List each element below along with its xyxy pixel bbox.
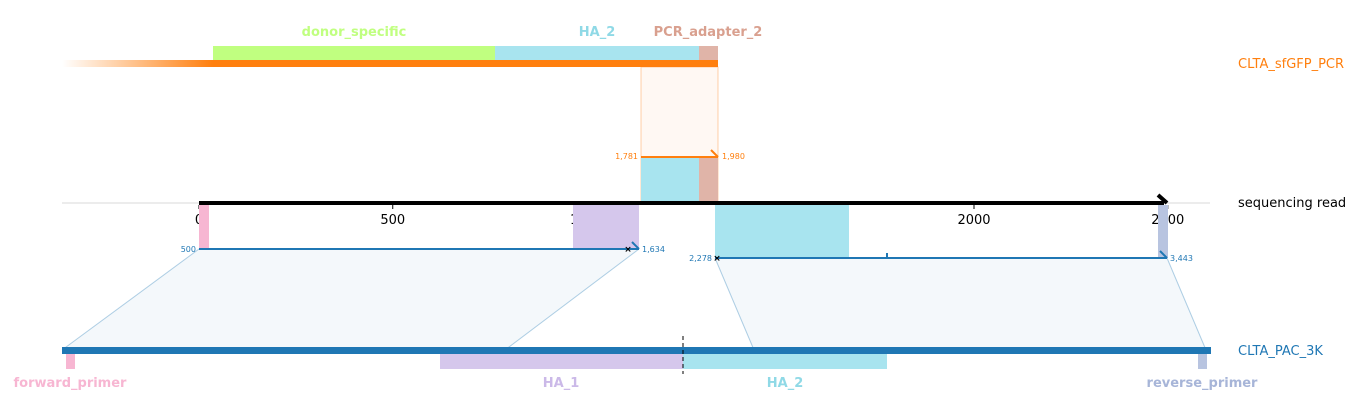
seq-feature-ha2 — [715, 205, 849, 258]
top-feature-pcr-adapter-2 — [699, 46, 718, 62]
bottom-read-name: CLTA_PAC_3K — [1238, 344, 1323, 359]
bottom-alignment-2-edge-right — [1166, 257, 1207, 351]
bottom-alignment-1-edge-right — [504, 248, 640, 351]
bottom-alignment-1-start-label: 500 — [181, 245, 196, 254]
bottom-alignment-1-shade — [62, 249, 639, 350]
top-read-fade — [62, 60, 213, 67]
bottom-feature-label-forward-primer: forward_primer — [14, 376, 128, 391]
top-read-track: donor_specific HA_2 PCR_adapter_2 CLTA_s… — [62, 25, 1344, 72]
top-alignment-start-label: 1,781 — [615, 152, 638, 161]
axis-ticks: 05001000150020002500 — [195, 205, 1184, 228]
bottom-alignment-2-end-label: 3,443 — [1170, 254, 1193, 263]
seq-feature-ha1 — [573, 205, 639, 249]
bottom-feature-label-ha1: HA_1 — [543, 376, 580, 391]
bottom-feature-label-reverse-primer: reverse_primer — [1147, 376, 1259, 391]
bottom-alignments: × 500 1,634 × 2,278 3,443 — [61, 205, 1207, 351]
top-read-name: CLTA_sfGFP_PCR — [1238, 57, 1344, 72]
top-feature-label-donor-specific: donor_specific — [302, 25, 407, 40]
bottom-alignment-2-mismatch: × — [713, 254, 721, 264]
bottom-alignment-2-shade — [715, 258, 1206, 350]
top-feature-donor-specific — [213, 46, 495, 62]
bottom-feature-ha2 — [683, 352, 887, 369]
sequencing-read-name: sequencing read — [1238, 196, 1346, 211]
bottom-read-bar — [62, 347, 1211, 354]
axis-tick-label: 500 — [380, 213, 405, 228]
bottom-alignment-1-mismatch: × — [624, 245, 632, 255]
bottom-feature-reverse-primer — [1198, 352, 1207, 369]
top-feature-ha2 — [495, 46, 699, 62]
bottom-feature-ha1 — [440, 352, 683, 369]
seq-feature-forward-primer — [199, 205, 209, 249]
top-alignment-end-label: 1,980 — [722, 152, 745, 161]
bottom-alignment-1-arrow — [631, 241, 640, 250]
bottom-alignment-2-edge-left — [714, 257, 755, 351]
top-alignment-adapter-block — [699, 157, 718, 202]
bottom-alignment-1-edge-left — [61, 248, 200, 351]
top-feature-label-pcr-adapter-2: PCR_adapter_2 — [654, 25, 763, 40]
seq-feature-reverse-primer — [1158, 205, 1168, 258]
top-read-bar — [213, 60, 718, 67]
axis-tick-label: 2000 — [957, 213, 990, 228]
top-feature-label-ha2: HA_2 — [579, 25, 616, 40]
bottom-feature-label-ha2: HA_2 — [767, 376, 804, 391]
bottom-alignment-2-arrow — [1159, 250, 1168, 259]
sequencing-read-arrow — [1156, 193, 1169, 205]
top-alignment-ha2-block — [641, 157, 699, 202]
bottom-feature-forward-primer — [66, 352, 75, 369]
bottom-read-track: forward_primer HA_1 HA_2 reverse_primer … — [14, 336, 1323, 391]
top-alignment: 1,781 1,980 — [615, 66, 745, 204]
top-alignment-arrow — [710, 149, 719, 158]
bottom-alignment-1-end-label: 1,634 — [642, 245, 665, 254]
bottom-alignment-2-start-label: 2,278 — [689, 254, 712, 263]
